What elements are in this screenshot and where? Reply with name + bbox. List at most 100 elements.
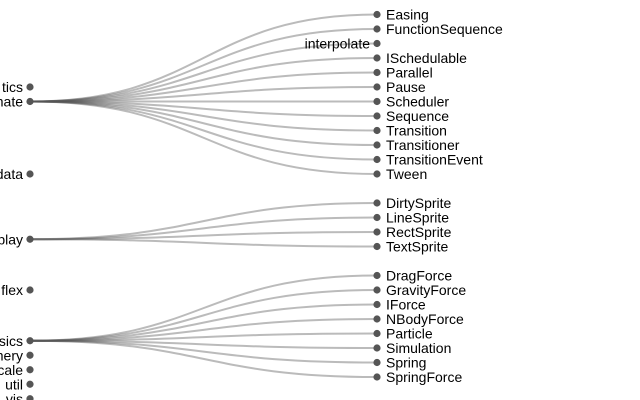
link-display-rectsprite [29, 231, 378, 241]
node-dot-simulation [373, 344, 381, 352]
node-springforce[interactable]: SpringForce [373, 369, 462, 385]
node-label-linesprite: LineSprite [386, 210, 449, 226]
node-dot-util [26, 380, 34, 388]
tree-nodes: ticsnate data play flex sicsnerycaleutilvis E… [0, 7, 503, 400]
node-flex[interactable]: flex [1, 282, 34, 298]
node-interpolate[interactable]: interpolate [305, 36, 381, 52]
node-label-textsprite: TextSprite [386, 239, 448, 255]
node-label-gravityforce: GravityForce [386, 282, 466, 298]
link-animate-tween [29, 100, 378, 175]
tree-links [29, 13, 378, 378]
node-dot-particle [373, 329, 381, 338]
node-rectsprite[interactable]: RectSprite [373, 224, 452, 240]
node-statistics[interactable]: tics [2, 79, 34, 95]
node-parallel[interactable]: Parallel [373, 65, 433, 81]
node-transitioner[interactable]: Transitioner [373, 137, 460, 153]
node-physics[interactable]: sics [0, 333, 34, 349]
node-label-parallel: Parallel [386, 65, 433, 81]
link-physics-dragforce [29, 274, 378, 342]
node-tween[interactable]: Tween [373, 166, 427, 182]
node-dot-gravityforce [373, 286, 381, 294]
node-dot-animate [26, 97, 34, 106]
node-display[interactable]: play [0, 231, 34, 247]
node-label-animate: nate [0, 94, 23, 110]
node-label-scale: cale [0, 362, 23, 378]
node-dot-sequence [373, 112, 381, 120]
node-linesprite[interactable]: LineSprite [373, 210, 449, 226]
node-textsprite[interactable]: TextSprite [373, 239, 448, 255]
node-dirtysprite[interactable]: DirtySprite [373, 195, 452, 211]
node-gravityforce[interactable]: GravityForce [373, 282, 466, 298]
node-label-transition: Transition [386, 123, 447, 139]
link-animate-pause [29, 86, 378, 103]
link-display-linesprite [29, 216, 378, 241]
node-sequence[interactable]: Sequence [373, 108, 449, 124]
node-dot-rectsprite [373, 228, 381, 236]
node-spring[interactable]: Spring [373, 355, 426, 371]
node-transitionevent[interactable]: TransitionEvent [373, 152, 483, 168]
node-dot-vis [26, 395, 34, 400]
node-dot-transitioner [373, 141, 381, 149]
node-label-query: nery [0, 347, 23, 363]
node-label-transitioner: Transitioner [386, 137, 460, 153]
link-animate-transition [29, 100, 378, 132]
node-dot-scheduler [373, 97, 381, 106]
node-dot-iforce [373, 300, 381, 309]
node-dot-easing [373, 10, 381, 19]
link-animate-sequence [29, 100, 378, 117]
node-dot-tween [373, 170, 381, 178]
node-nbodyforce[interactable]: NBodyForce [373, 311, 464, 327]
node-dot-display [26, 235, 34, 243]
node-iforce[interactable]: IForce [373, 297, 426, 313]
node-label-dragforce: DragForce [386, 268, 452, 284]
node-label-ischedulable: ISchedulable [386, 50, 467, 66]
node-dot-parallel [373, 68, 381, 77]
node-dot-flex [26, 286, 34, 294]
node-label-easing: Easing [386, 7, 429, 23]
link-physics-spring [29, 339, 378, 364]
node-query[interactable]: nery [0, 347, 34, 363]
node-label-sequence: Sequence [386, 108, 449, 124]
node-label-flex: flex [1, 282, 23, 298]
link-animate-transitioner [29, 100, 378, 146]
node-easing[interactable]: Easing [373, 7, 429, 23]
node-dot-query [26, 351, 34, 359]
node-dot-springforce [373, 373, 381, 381]
node-label-vis: vis [6, 391, 23, 400]
node-dot-functionsequence [373, 25, 381, 33]
node-dot-textsprite [373, 242, 381, 251]
node-dot-dragforce [373, 271, 381, 280]
node-label-display: play [0, 231, 23, 247]
node-pause[interactable]: Pause [373, 79, 426, 95]
link-animate-ischedulable [29, 57, 378, 103]
link-physics-iforce [29, 303, 378, 342]
node-label-data: data [0, 166, 23, 182]
node-data[interactable]: data [0, 166, 34, 182]
node-label-particle: Particle [386, 326, 433, 342]
node-dragforce[interactable]: DragForce [373, 268, 452, 284]
node-vis[interactable]: vis [6, 391, 34, 400]
node-dot-dirtysprite [373, 199, 381, 207]
node-label-statistics: tics [2, 79, 23, 95]
link-physics-simulation [29, 339, 378, 349]
node-label-interpolate: interpolate [305, 36, 371, 52]
link-animate-functionsequence [29, 28, 378, 103]
node-label-transitionevent: TransitionEvent [386, 152, 483, 168]
node-scheduler[interactable]: Scheduler [373, 94, 449, 110]
node-particle[interactable]: Particle [373, 326, 433, 342]
node-simulation[interactable]: Simulation [373, 340, 451, 356]
node-dot-pause [373, 83, 381, 91]
node-ischedulable[interactable]: ISchedulable [373, 50, 467, 66]
node-transition[interactable]: Transition [373, 123, 447, 139]
node-dot-spring [373, 358, 381, 367]
node-label-springforce: SpringForce [386, 369, 462, 385]
node-scale[interactable]: cale [0, 362, 34, 378]
node-animate[interactable]: nate [0, 94, 34, 110]
node-dot-transition [373, 126, 381, 135]
node-dot-ischedulable [373, 54, 381, 62]
node-dot-scale [26, 366, 34, 374]
link-physics-particle [29, 332, 378, 342]
node-util[interactable]: util [5, 376, 34, 392]
node-functionsequence[interactable]: FunctionSequence [373, 21, 503, 37]
